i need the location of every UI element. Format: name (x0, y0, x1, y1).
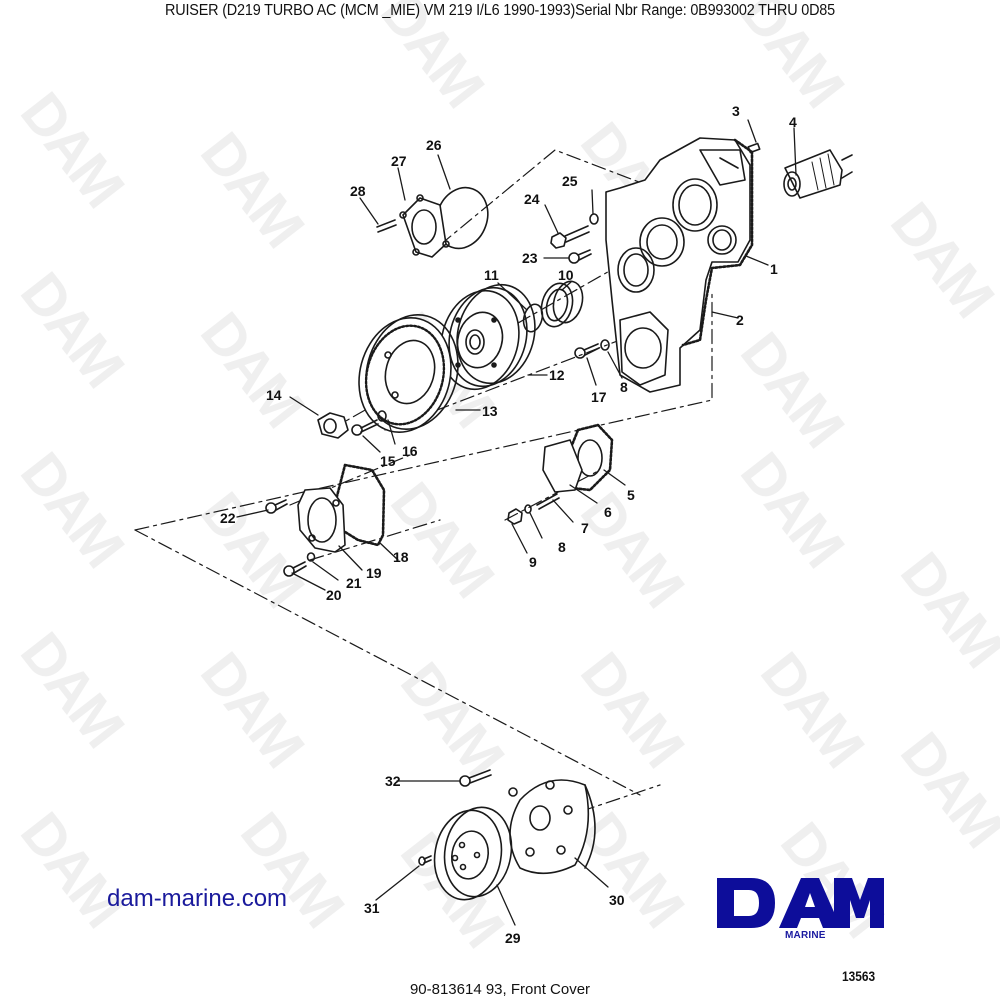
part-28-stud (376, 219, 397, 233)
callout-23: 23 (522, 250, 538, 266)
part-22-bolt (265, 499, 288, 514)
diagram-caption: 90-813614 93, Front Cover (409, 981, 591, 998)
part-21-washer (306, 552, 316, 562)
part-32-bolt (459, 769, 492, 787)
callout-12: 12 (549, 367, 565, 383)
callout-15: 15 (380, 453, 396, 469)
callout-17: 17 (591, 389, 607, 405)
part-7-stud (536, 493, 560, 510)
figure-number: 13563 (842, 968, 876, 984)
callout-9: 9 (529, 554, 537, 570)
callout-4: 4 (789, 114, 797, 130)
website-link[interactable]: dam-marine.com (107, 885, 288, 912)
part-23-bolt (568, 249, 592, 264)
callout-18: 18 (393, 549, 409, 565)
callout-2: 2 (736, 312, 744, 328)
callout-1: 1 (770, 261, 778, 277)
callout-16: 16 (402, 443, 418, 459)
part-30-hub-plate (508, 779, 596, 875)
part-6-cover-plate (542, 439, 583, 493)
part-3-dowel-pin (747, 142, 761, 154)
part-24-bolt (550, 225, 590, 249)
callout-7: 7 (581, 520, 589, 536)
part-13-damper (358, 313, 459, 434)
logo-subtext: MARINE (785, 930, 826, 941)
part-4-gear-shaft (783, 149, 853, 199)
part-16-washer (377, 410, 387, 422)
part-12-pulley (440, 283, 536, 391)
callout-10: 10 (558, 267, 574, 283)
part-20-bolt (283, 561, 307, 577)
callout-11: 11 (484, 267, 499, 283)
part-14-nut (317, 412, 349, 439)
part-27-gasket-plate (399, 194, 450, 258)
part-25-washer (589, 213, 599, 225)
callout-22: 22 (220, 510, 236, 526)
part-17-bolt (574, 343, 600, 359)
callout-25: 25 (562, 173, 578, 189)
callout-30: 30 (609, 892, 625, 908)
part-9-nut (507, 508, 523, 525)
part-29-pulley (433, 806, 513, 901)
part-31-bolt (418, 855, 432, 866)
callout-labels: 1 2 3 4 5 6 7 8 8 9 10 11 12 13 14 15 16… (220, 103, 797, 946)
part-15-bolt (351, 419, 379, 436)
callout-21: 21 (346, 575, 362, 591)
leader-lines (236, 119, 797, 926)
callout-5: 5 (627, 487, 635, 503)
callout-13: 13 (482, 403, 498, 419)
callout-8-upper: 8 (620, 379, 628, 395)
part-2-gasket (681, 138, 754, 347)
part-8-washer-upper (600, 339, 610, 351)
part-8-washer-lower (524, 504, 532, 514)
callout-28: 28 (350, 183, 366, 199)
callout-24: 24 (524, 191, 540, 207)
dam-logo (717, 878, 884, 928)
callout-27: 27 (391, 153, 407, 169)
callout-6: 6 (604, 504, 612, 520)
callout-26: 26 (426, 137, 442, 153)
part-19-cover-plate (297, 487, 346, 553)
part-10-seal (540, 280, 584, 328)
page-title: RUISER (D219 TURBO AC (MCM _MIE) VM 219 … (165, 2, 835, 19)
part-1-front-cover-housing (605, 137, 751, 393)
callout-20: 20 (326, 587, 342, 603)
callout-29: 29 (505, 930, 521, 946)
callout-32: 32 (385, 773, 401, 789)
callout-19: 19 (366, 565, 382, 581)
callout-31: 31 (364, 900, 380, 916)
callout-8-lower: 8 (558, 539, 566, 555)
callout-3: 3 (732, 103, 740, 119)
callout-14: 14 (266, 387, 282, 403)
